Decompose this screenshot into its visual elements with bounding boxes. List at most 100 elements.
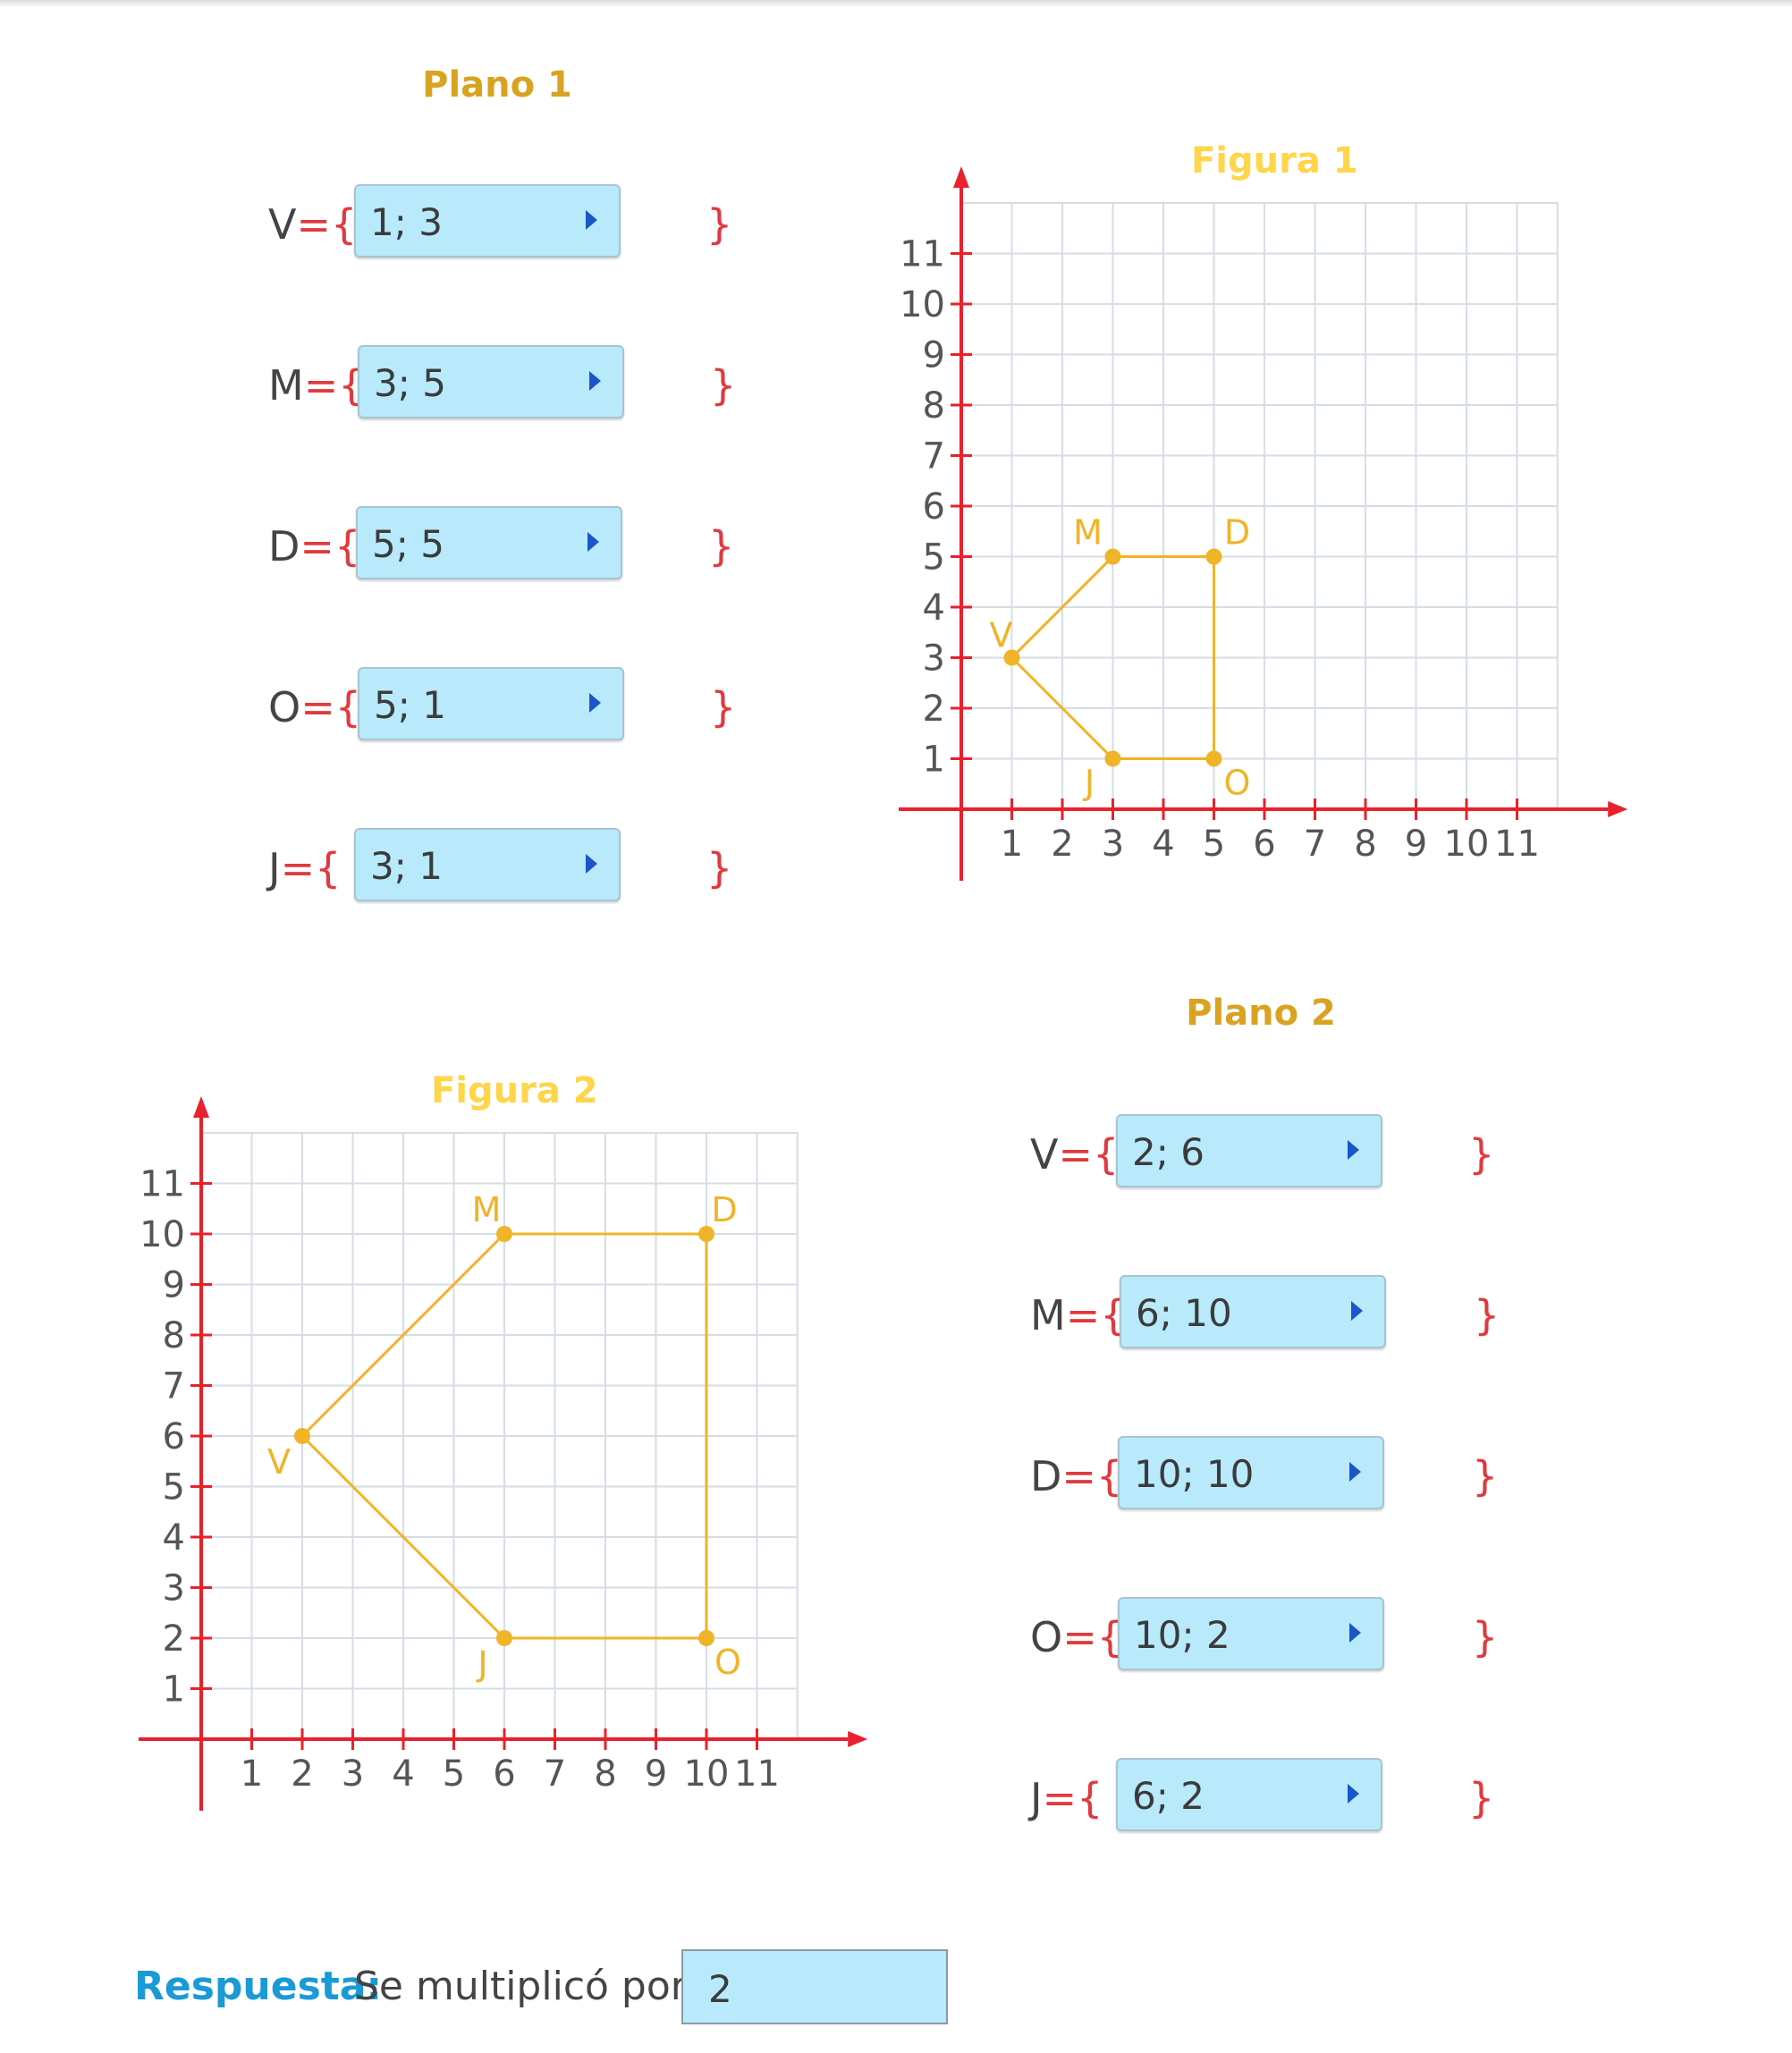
equals-sign: = [300,683,335,731]
y-tick-label: 7 [163,1366,185,1407]
coordinate-dropdown[interactable]: 6; 2 [1116,1758,1382,1831]
coordinate-dropdown[interactable]: 1; 3 [354,184,621,258]
x-tick-label: 10 [1444,824,1490,865]
vertex-label: M [472,1190,502,1229]
top-shadow [0,0,1792,7]
x-tick-label: 9 [645,1753,667,1795]
x-tick-label: 10 [684,1753,730,1795]
close-brace: } [1468,1130,1495,1179]
coordinate-dropdown[interactable]: 5; 5 [356,506,622,579]
x-tick-label: 4 [1152,824,1174,865]
coordinate-value: 10; 2 [1134,1613,1230,1657]
play-arrow-icon [1351,1301,1363,1321]
coordinate-dropdown[interactable]: 6; 10 [1120,1275,1386,1348]
coordinate-row: O={10; 2} [1030,1597,1531,1677]
vertex-label: J={ [1030,1774,1103,1822]
play-arrow-icon [587,532,599,552]
y-tick-label: 3 [923,638,945,680]
vertex-label: V={ [1030,1130,1119,1179]
close-brace: } [710,683,737,731]
vertex-point [496,1630,512,1646]
equals-sign: = [300,522,334,570]
x-tick-label: 6 [493,1753,515,1795]
vertex-name: J [268,844,281,892]
play-arrow-icon [589,371,601,391]
vertex-label: M [1073,513,1103,553]
vertex-label: D [711,1190,737,1229]
coordinate-dropdown[interactable]: 10; 10 [1118,1436,1384,1509]
coordinate-dropdown[interactable]: 5; 1 [358,667,624,740]
vertex-name: V [1030,1130,1059,1179]
y-tick-label: 2 [923,689,945,730]
y-tick-label: 1 [923,739,945,781]
equals-sign: = [1061,1452,1096,1500]
x-tick-label: 11 [1494,824,1540,865]
vertex-label: J [476,1644,487,1684]
vertex-label: O [1224,764,1251,803]
y-axis-arrow [953,166,969,189]
equals-sign: = [1042,1774,1078,1822]
y-tick-label: 11 [900,234,945,275]
vertex-point [1205,750,1222,767]
x-tick-label: 2 [291,1753,313,1795]
vertex-label: M={ [1030,1291,1127,1339]
vertex-label: O={ [1030,1613,1123,1661]
coordinate-dropdown[interactable]: 3; 5 [358,345,624,418]
close-brace: } [1468,1774,1495,1822]
open-brace: { [315,844,342,892]
coordinate-row: M={3; 5} [268,345,769,426]
x-tick-label: 3 [1102,824,1124,865]
coordinate-value: 6; 2 [1132,1774,1205,1818]
equals-sign: = [280,844,316,892]
vertex-label: D={ [1030,1452,1122,1500]
coordinate-row: M={6; 10} [1030,1275,1531,1356]
vertex-label: V [267,1442,291,1482]
x-tick-label: 9 [1405,824,1427,865]
vertex-label: V={ [268,200,357,249]
vertex-name: V [268,200,297,249]
vertex-point [1104,548,1121,565]
y-tick-label: 5 [923,537,945,579]
vertex-point [1205,548,1222,565]
x-tick-label: 5 [443,1753,465,1795]
vertex-label: D={ [268,522,360,570]
play-arrow-icon [1349,1462,1361,1482]
coordinate-value: 6; 10 [1136,1291,1232,1335]
equals-sign: = [303,361,339,410]
open-brace: { [1093,1130,1120,1179]
y-tick-label: 11 [139,1164,185,1205]
answer-input[interactable]: 2 [681,1949,948,2024]
coordinate-row: V={1; 3} [268,184,769,265]
close-brace: } [706,844,733,892]
coordinate-row: J={ 6; 2} [1030,1758,1531,1838]
x-tick-label: 11 [734,1753,780,1795]
x-tick-label: 7 [1304,824,1326,865]
coordinate-dropdown[interactable]: 10; 2 [1118,1597,1384,1670]
open-brace: { [334,683,362,731]
x-tick-label: 2 [1051,824,1073,865]
y-tick-label: 6 [923,486,945,528]
answer-text: Se multiplicó por [354,1964,687,2009]
y-tick-label: 7 [923,436,945,477]
coordinate-dropdown[interactable]: 2; 6 [1116,1114,1382,1187]
x-tick-label: 8 [594,1753,616,1795]
vertex-label: O [714,1643,741,1682]
x-tick-label: 4 [392,1753,414,1795]
x-tick-label: 1 [241,1753,263,1795]
coordinate-value: 5; 5 [372,522,444,566]
coordinate-row: O={5; 1} [268,667,769,748]
y-tick-label: 9 [923,335,945,376]
close-brace: } [1472,1613,1499,1661]
coordinate-dropdown[interactable]: 3; 1 [354,828,621,901]
play-arrow-icon [589,693,601,713]
coordinate-value: 5; 1 [374,683,446,727]
y-tick-label: 10 [900,284,945,325]
coordinate-value: 1; 3 [370,200,443,244]
close-brace: } [710,361,737,410]
vertex-label: M={ [268,361,365,410]
vertex-name: D [268,522,300,570]
play-arrow-icon [586,854,597,874]
y-tick-label: 8 [923,385,945,427]
vertex-name: M [268,361,304,410]
x-tick-label: 8 [1354,824,1376,865]
